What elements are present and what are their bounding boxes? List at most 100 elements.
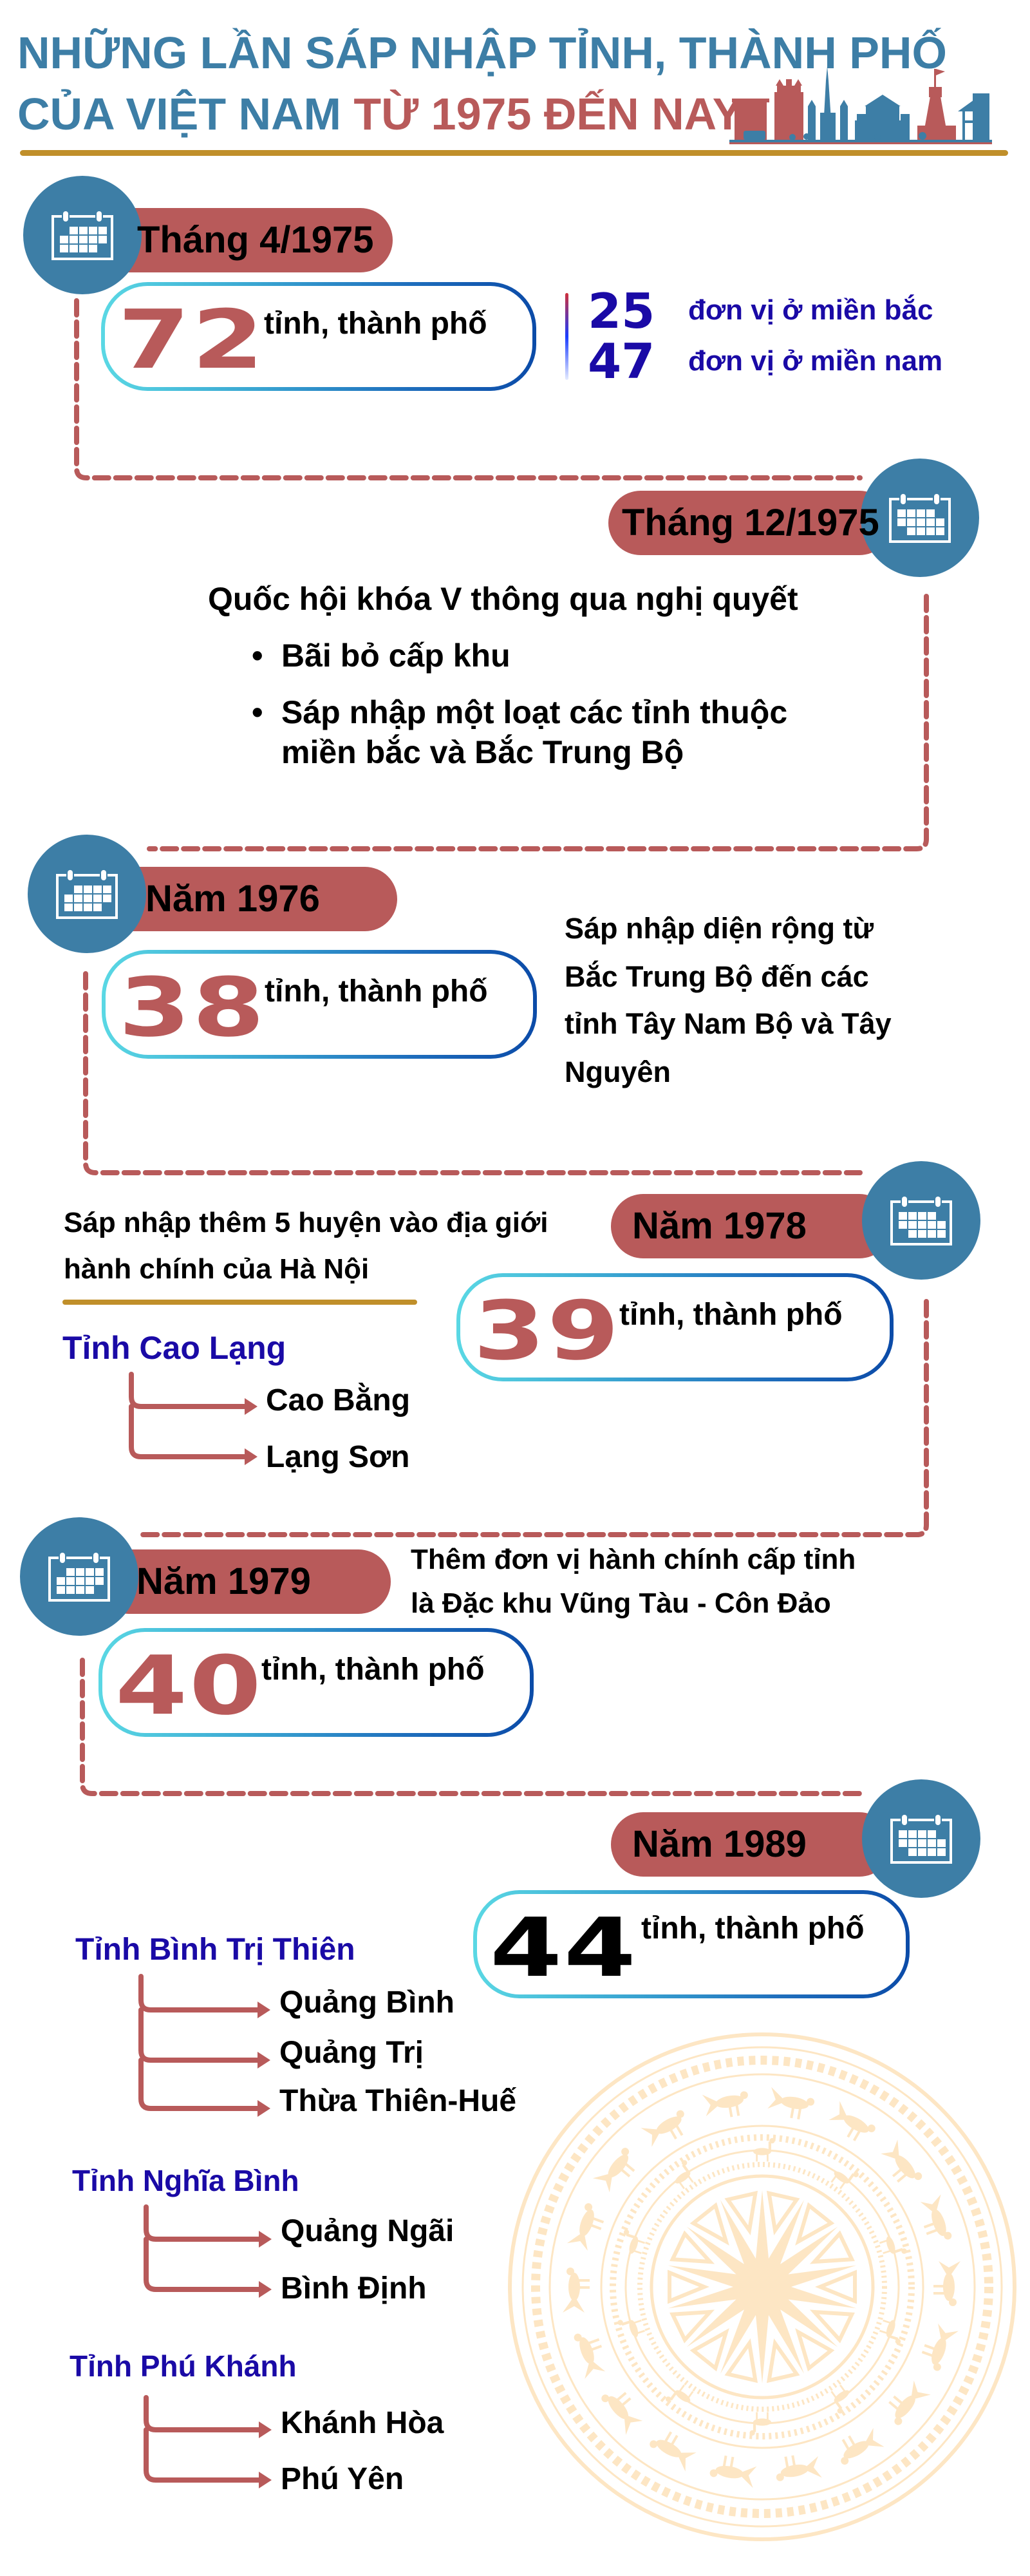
- event-marker: [862, 1779, 980, 1898]
- drum-deer-motif: [753, 2138, 775, 2162]
- drum-triangle-motif: [689, 2328, 729, 2372]
- drum-deer-motif: [830, 2384, 850, 2414]
- title-line-1: NHỮNG LẦN SÁP NHẬP TỈNH, THÀNH PHỐ: [17, 28, 947, 78]
- bronze-drum-pattern: [508, 2032, 1016, 2541]
- drum-bird-motif: [566, 2203, 604, 2251]
- drum-bird-motif: [888, 2380, 931, 2425]
- event-description-line: Bắc Trung Bộ đến các: [565, 960, 869, 993]
- drum-bird-motif: [776, 2455, 822, 2481]
- resolution-intro: Quốc hội khóa V thông qua nghị quyết: [208, 581, 798, 617]
- title-line-2: CỦA VIỆT NAM TỪ 1975 ĐẾN NAY: [17, 91, 742, 137]
- event-date: Năm 1978: [632, 1205, 807, 1247]
- drum-bird-motif: [650, 2431, 697, 2472]
- event-date-pill: [611, 1194, 892, 1258]
- province-count: 44: [490, 1900, 638, 1995]
- event-date: Năm 1979: [136, 1560, 311, 1602]
- event-marker: [28, 835, 146, 953]
- split-province: Cao Bằng: [266, 1383, 411, 1417]
- province-count: 38: [118, 960, 267, 1055]
- drum-bird-motif: [592, 2148, 635, 2193]
- event-description-line: Thêm đơn vị hành chính cấp tỉnh: [411, 1544, 856, 1575]
- event-description-line: hành chính của Hà Nội: [64, 1253, 370, 1285]
- title-line-2-red: TỪ 1975 ĐẾN NAY: [353, 89, 743, 139]
- calendar-icon: [890, 1197, 952, 1245]
- drum-deer-motif: [749, 2412, 771, 2436]
- calendar-icon: [52, 211, 113, 260]
- drum-deer-motif: [623, 2230, 645, 2255]
- breakdown-divider: [565, 293, 568, 380]
- event-marker: [861, 459, 979, 577]
- calendar-icon: [56, 870, 118, 919]
- split-province: Quảng Bình: [279, 1985, 454, 2020]
- drum-bird-motif: [881, 2139, 922, 2183]
- drum-bird-motif: [574, 2333, 606, 2379]
- drum-deer-motif: [617, 2319, 645, 2338]
- count-unit: tỉnh, thành phố: [619, 1298, 843, 1332]
- drum-triangle-motif: [809, 2309, 855, 2344]
- count-unit: tỉnh, thành phố: [261, 1653, 485, 1687]
- drum-triangle-motif: [724, 2338, 758, 2383]
- count-box: 38 tỉnh, thành phố: [102, 950, 537, 1059]
- bullet-item-continued: miền bắc và Bắc Trung Bộ: [281, 734, 684, 770]
- drum-triangle-motif: [815, 2269, 857, 2304]
- calendar-icon: [48, 1553, 110, 1602]
- bullet-item: Sáp nhập một loạt các tỉnh thuộc: [281, 694, 788, 730]
- drum-triangle-motif: [668, 2269, 709, 2304]
- merged-province-heading: Tỉnh Cao Lạng: [62, 1330, 286, 1366]
- split-province: Khánh Hòa: [281, 2406, 444, 2440]
- drum-deer-motif: [666, 2384, 694, 2403]
- drum-deer-motif: [830, 2171, 859, 2190]
- merged-province-heading: Tỉnh Nghĩa Bình: [72, 2164, 299, 2197]
- drum-bird-motif: [563, 2268, 590, 2313]
- north-count: 25: [588, 283, 655, 339]
- event-marker: [862, 1161, 980, 1280]
- title-line-2-blue: CỦA VIỆT NAM: [17, 89, 354, 139]
- count-box: 39 tỉnh, thành phố: [456, 1273, 894, 1381]
- calendar-icon: [890, 1815, 952, 1864]
- province-count: 40: [115, 1638, 263, 1733]
- count-unit: tỉnh, thành phố: [641, 1911, 865, 1946]
- split-province: Quảng Trị: [279, 2036, 424, 2070]
- event-date: Tháng 12/1975: [622, 502, 879, 544]
- merged-province-heading: Tỉnh Phú Khánh: [70, 2349, 297, 2383]
- drum-bird-motif: [920, 2194, 952, 2240]
- drum-triangle-motif: [670, 2230, 715, 2264]
- event-description-line: Nguyên: [565, 1056, 671, 1088]
- event-description-line: Sáp nhập diện rộng từ: [565, 912, 874, 945]
- event-date: Năm 1989: [632, 1823, 807, 1865]
- north-label: đơn vị ở miền bắc: [688, 294, 933, 326]
- calendar-icon: [889, 494, 951, 543]
- event-description-line: Sáp nhập thêm 5 huyện vào địa giới: [64, 1207, 548, 1238]
- event-date-pill: [97, 208, 393, 272]
- drum-triangle-motif: [766, 2190, 800, 2236]
- drum-bird-motif: [641, 2110, 684, 2147]
- event-date-pill: [97, 867, 397, 931]
- header-divider: [20, 150, 1008, 156]
- count-box: 72 tỉnh, thành phố: [101, 282, 536, 391]
- bullet-dot: •: [252, 638, 263, 674]
- event-marker: [23, 176, 142, 294]
- merged-province-heading: Tỉnh Bình Trị Thiên: [75, 1933, 355, 1967]
- event-date: Tháng 4/1975: [137, 219, 374, 261]
- drum-bird-motif: [841, 2428, 885, 2465]
- drum-bird-motif: [921, 2323, 959, 2371]
- drum-triangle-motif: [795, 2328, 835, 2372]
- drum-triangle-motif: [795, 2202, 835, 2246]
- event-date-pill: [611, 1812, 892, 1877]
- drum-triangle-motif: [670, 2309, 715, 2344]
- south-label: đơn vị ở miền nam: [688, 345, 943, 377]
- province-count: 72: [118, 292, 266, 387]
- drum-bird-motif: [829, 2101, 876, 2141]
- city-skyline-illustration: [729, 66, 992, 144]
- drum-bird-motif: [601, 2392, 643, 2435]
- drum-bird-motif: [702, 2091, 748, 2117]
- drum-bird-motif: [709, 2455, 757, 2488]
- section-divider: [62, 1300, 417, 1305]
- drum-deer-motif: [675, 2160, 694, 2190]
- event-description-line: là Đặc khu Vũng Tàu - Côn Đảo: [411, 1587, 831, 1619]
- split-province: Thừa Thiên-Huế: [279, 2084, 517, 2118]
- split-province: Lạng Sơn: [266, 1440, 410, 1474]
- split-province: Phú Yên: [281, 2462, 404, 2496]
